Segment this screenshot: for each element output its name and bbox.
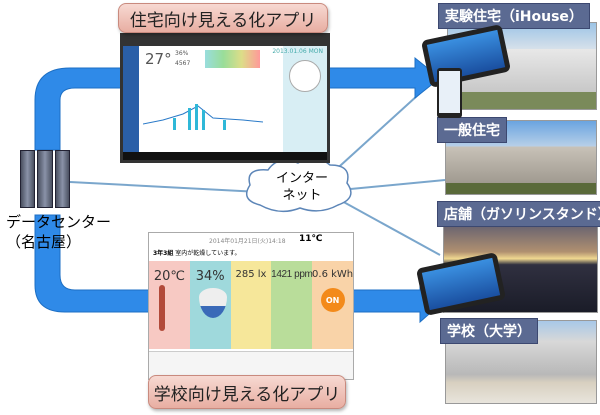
home-date: 2013.01.06 MON — [272, 48, 323, 55]
site-label-store: 店舗（ガソリンスタンド） — [437, 201, 600, 227]
outdoor-temp: 11℃ — [299, 234, 323, 244]
clock-icon — [289, 60, 321, 92]
bulb-icon: ON — [320, 288, 345, 312]
link-house — [339, 179, 446, 191]
tile-co2: 1421 ppm — [271, 261, 313, 349]
internet-label: インター ネット — [275, 171, 328, 203]
home-app-callout: 住宅向け見える化アプリ — [118, 3, 328, 33]
home-temp: 27° — [145, 50, 172, 68]
link-datacenter — [69, 181, 261, 193]
internet-cloud — [245, 157, 352, 213]
tile-illuminance: 285 lx — [230, 261, 272, 349]
site-label-school: 学校（大学） — [440, 318, 538, 344]
photo-house — [445, 120, 597, 195]
home-usage-chart — [143, 104, 263, 130]
home-power: 4567 — [175, 60, 191, 67]
school-date: 2014年01月21日(火)14:18 — [209, 238, 286, 245]
site-label-ihouse: 実験住宅（iHouse） — [438, 3, 590, 29]
school-app-callout: 学校向け見える化アプリ — [148, 375, 346, 409]
server-icon — [20, 150, 70, 208]
school-app-screenshot: 2014年01月21日(火)14:18 11℃ 3年3組 室内が乾燥しています。… — [148, 232, 354, 380]
home-app-screenshot: 27° 36% 4567 2013.01.06 MON — [120, 33, 330, 163]
tile-power: 0.6 kWh ON — [312, 261, 353, 349]
tile-temperature: 20℃ — [149, 261, 190, 349]
link-store — [339, 199, 441, 256]
smartphone-icon — [437, 68, 462, 118]
datacenter-label: データセンター （名古屋） — [6, 213, 112, 251]
home-humidity: 36% — [175, 50, 189, 57]
site-label-house: 一般住宅 — [437, 117, 507, 143]
class-name: 3年3組 室内が乾燥しています。 — [153, 250, 241, 257]
